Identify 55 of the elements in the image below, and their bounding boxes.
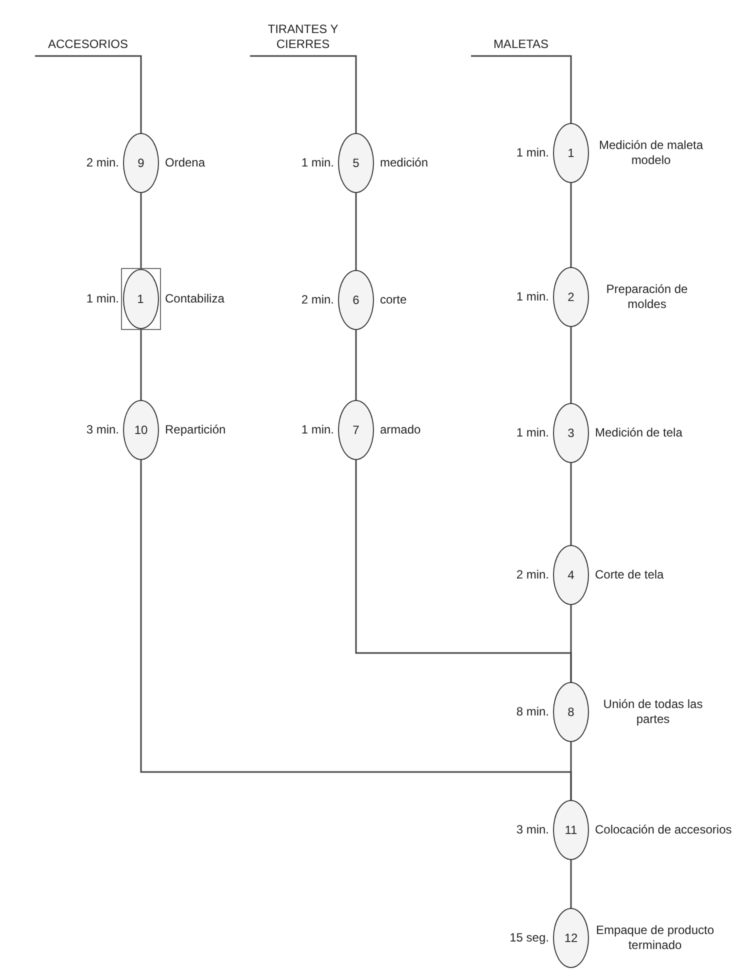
flow-line <box>140 460 572 800</box>
duration-label: 1 min. <box>516 426 549 440</box>
operation-label: Empaque de producto terminado <box>595 923 715 953</box>
operation-label: Colocación de accesorios <box>595 822 732 838</box>
operation-label: medición <box>380 156 428 170</box>
operation-number: 10 <box>134 423 148 437</box>
flow-line <box>140 330 142 400</box>
duration-label: 8 min. <box>516 704 549 720</box>
operation-label: Unión de todas las partes <box>602 697 704 727</box>
flow-line <box>250 55 357 133</box>
flow-line <box>570 327 572 403</box>
duration-label: 1 min. <box>301 422 334 438</box>
operation-label: Corte de tela <box>595 568 664 582</box>
operation-label: Preparación de moldes <box>605 282 689 312</box>
flow-line <box>35 55 142 133</box>
duration-label: 1 min. <box>86 292 119 306</box>
duration-label: 1 min. <box>516 290 549 304</box>
operation-number: 1 <box>137 292 144 306</box>
operation-number: 12 <box>564 931 578 945</box>
duration-label: 3 min. <box>516 822 549 838</box>
operation-number: 2 <box>568 290 574 304</box>
duration-label: 2 min. <box>301 292 334 308</box>
duration-label: 15 seg. <box>510 930 549 946</box>
flow-line <box>355 193 357 270</box>
operation-number: 1 <box>568 146 574 160</box>
duration-label: 3 min. <box>86 422 119 438</box>
flow-line <box>355 460 572 682</box>
duration-label: 2 min. <box>516 568 549 582</box>
material-heading: ACCESORIOS <box>35 16 141 56</box>
operation-number: 4 <box>568 568 574 582</box>
operation-number: 9 <box>138 156 144 170</box>
operation-number: 3 <box>568 426 574 440</box>
operation-label: Repartición <box>165 422 226 438</box>
operation-number: 7 <box>352 423 360 437</box>
flow-line <box>355 330 357 400</box>
material-heading: TIRANTES Y CIERRES <box>250 14 356 56</box>
operation-label: Medición de tela <box>595 426 682 440</box>
operation-label: corte <box>380 292 407 308</box>
operation-label: Medición de maleta modelo <box>598 138 704 168</box>
operation-label: Ordena <box>165 156 206 170</box>
flow-line <box>140 193 142 268</box>
flow-line <box>570 860 572 908</box>
operation-label: Contabiliza <box>165 292 224 306</box>
operation-number: 6 <box>352 293 360 307</box>
operation-number: 5 <box>352 156 360 170</box>
duration-label: 1 min. <box>301 156 334 170</box>
operation-number: 11 <box>564 823 578 837</box>
operation-label: armado <box>380 422 421 438</box>
material-heading: MALETAS <box>471 16 571 56</box>
duration-label: 2 min. <box>86 156 119 170</box>
flow-line <box>471 55 572 123</box>
operation-number: 8 <box>568 705 574 719</box>
flow-line <box>570 463 572 545</box>
duration-label: 1 min. <box>516 146 549 160</box>
flow-line <box>570 183 572 267</box>
